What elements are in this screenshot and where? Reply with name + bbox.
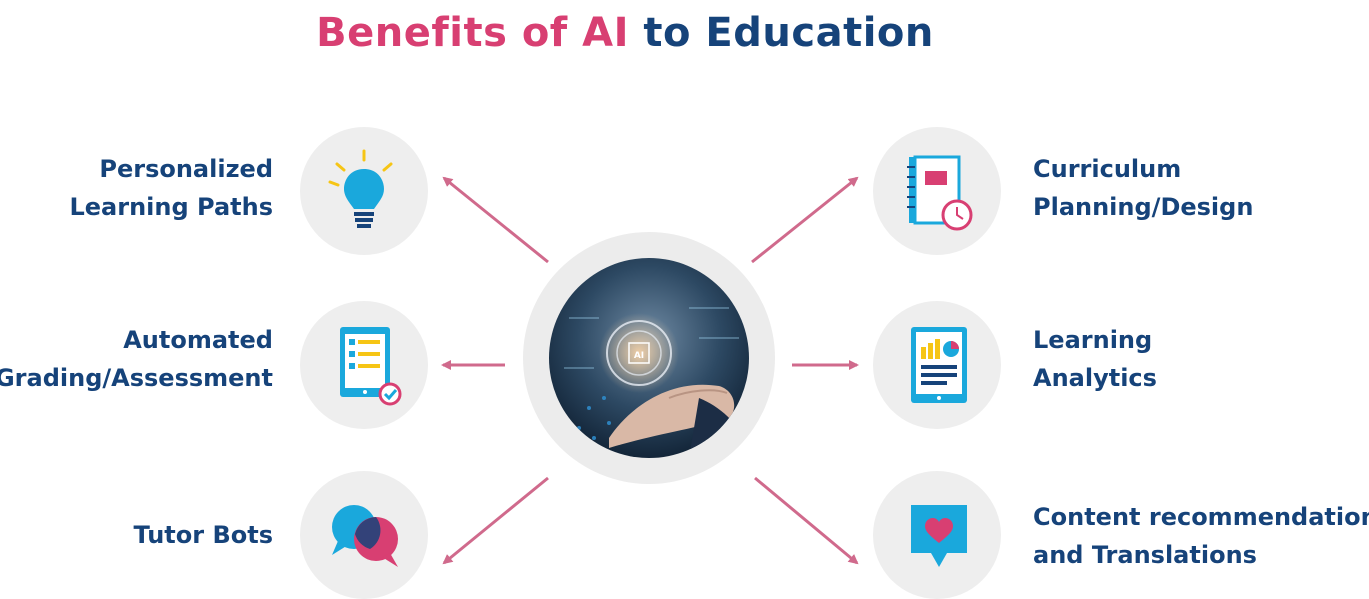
benefit-circle-personalized <box>300 127 428 255</box>
label-learning-analytics: Learning Analytics <box>1033 326 1157 392</box>
label-content-recommendations: Content recommendations and Translations <box>1033 503 1369 569</box>
label-curriculum-planning: Curriculum Planning/Design <box>1033 155 1254 221</box>
label-tutor-bots: Tutor Bots <box>133 521 273 549</box>
arrow-to-content <box>754 476 859 565</box>
benefit-circle-analytics <box>873 301 1001 429</box>
chat-bubbles-icon <box>332 505 398 567</box>
label-automated-grading: Automated Grading/Assessment <box>0 326 273 392</box>
benefit-circle-curriculum <box>873 127 1001 255</box>
title-highlight: Benefits of AI <box>316 10 629 56</box>
notebook-clock-icon <box>907 155 973 231</box>
hub-icon-text: AI <box>634 351 644 361</box>
title-rest: to Education <box>643 10 934 56</box>
benefit-circle-tutor-bots <box>300 471 428 599</box>
page-title: Benefits of AI to Education <box>0 10 1250 56</box>
ai-hand-image: AI <box>549 258 749 458</box>
label-personalized-learning: Personalized Learning Paths <box>69 155 273 221</box>
arrow-to-tutor-bots <box>442 476 549 565</box>
heart-message-icon <box>911 505 967 567</box>
analytics-tablet-icon <box>911 327 967 403</box>
clipboard-check-icon <box>340 327 402 406</box>
benefit-circle-grading <box>300 301 428 429</box>
lightbulb-icon <box>328 149 393 228</box>
benefit-circle-content <box>873 471 1001 599</box>
arrow-to-personalized <box>442 176 549 264</box>
arrow-to-curriculum <box>751 176 859 264</box>
